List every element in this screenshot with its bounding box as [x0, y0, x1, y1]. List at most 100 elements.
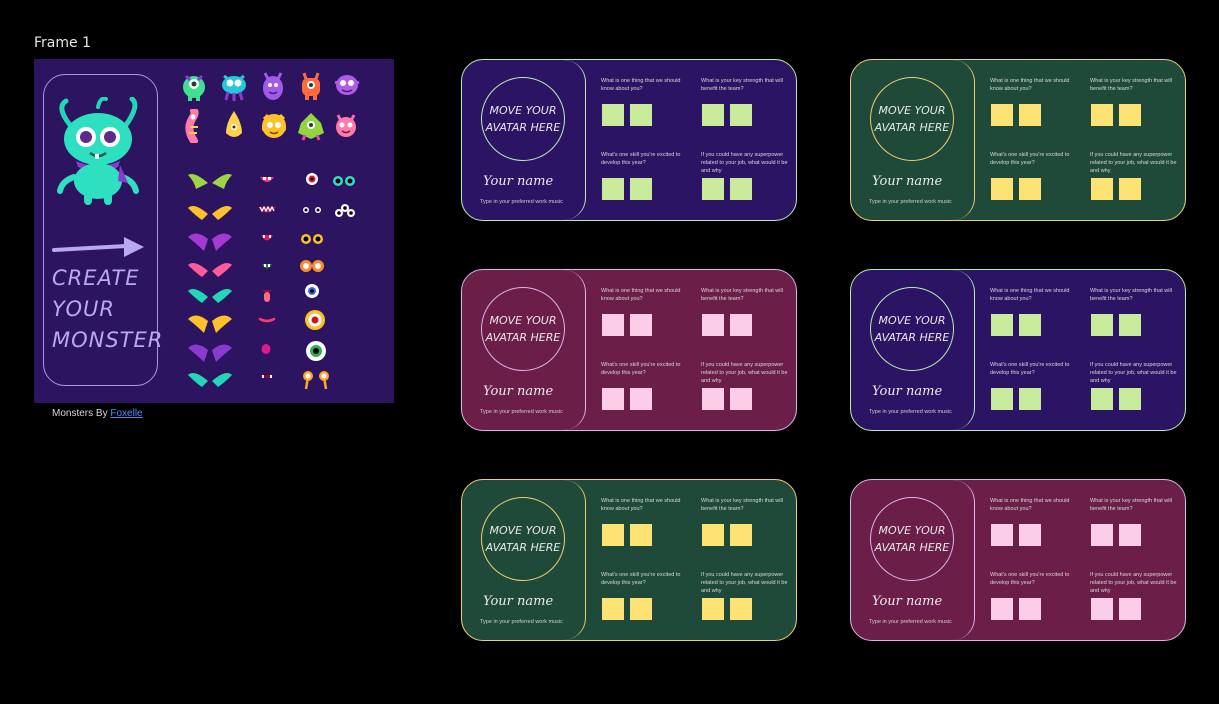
wings-part[interactable]	[186, 202, 234, 224]
sticky-note[interactable]	[730, 178, 752, 200]
name-field[interactable]: Your name	[483, 174, 554, 189]
sticky-note[interactable]	[602, 388, 624, 410]
eye-part[interactable]	[305, 172, 319, 186]
sticky-note[interactable]	[1119, 598, 1141, 620]
wings-part[interactable]	[186, 259, 234, 281]
music-field[interactable]: Type in your preferred work music	[869, 619, 952, 625]
sticky-note[interactable]	[1091, 104, 1113, 126]
foxelle-link[interactable]: Foxelle	[110, 408, 143, 419]
mouth-part[interactable]	[258, 173, 276, 187]
sticky-note[interactable]	[730, 104, 752, 126]
mouth-part[interactable]	[258, 315, 276, 323]
sticky-note[interactable]	[702, 178, 724, 200]
monster-sprite[interactable]	[222, 109, 246, 141]
monster-sprite[interactable]	[184, 109, 204, 143]
sticky-note[interactable]	[702, 524, 724, 546]
sticky-note[interactable]	[730, 524, 752, 546]
sticky-note[interactable]	[991, 104, 1013, 126]
sticky-note[interactable]	[1091, 314, 1113, 336]
sticky-note[interactable]	[730, 314, 752, 336]
sticky-note[interactable]	[1119, 178, 1141, 200]
sticky-note[interactable]	[991, 524, 1013, 546]
monster-frame[interactable]: CREATE YOUR MONSTER	[34, 59, 394, 403]
monster-sprite[interactable]	[220, 70, 248, 102]
sticky-note[interactable]	[991, 178, 1013, 200]
music-field[interactable]: Type in your preferred work music	[869, 409, 952, 415]
wings-part[interactable]	[186, 229, 234, 253]
sticky-note[interactable]	[602, 104, 624, 126]
name-field[interactable]: Your name	[872, 594, 943, 609]
name-field[interactable]: Your name	[872, 174, 943, 189]
name-field[interactable]: Your name	[872, 384, 943, 399]
sticky-note[interactable]	[630, 524, 652, 546]
sticky-note[interactable]	[630, 314, 652, 336]
avatar-drop-zone[interactable]: MOVE YOUR AVATAR HERE	[870, 497, 954, 581]
monster-sprite[interactable]	[260, 71, 286, 101]
sticky-note[interactable]	[1019, 178, 1041, 200]
sticky-note[interactable]	[702, 104, 724, 126]
sticky-note[interactable]	[630, 598, 652, 620]
sticky-note[interactable]	[1091, 178, 1113, 200]
sticky-note[interactable]	[702, 598, 724, 620]
avatar-drop-zone[interactable]: MOVE YOUR AVATAR HERE	[870, 77, 954, 161]
wings-part[interactable]	[186, 171, 234, 193]
sticky-note[interactable]	[991, 598, 1013, 620]
music-field[interactable]: Type in your preferred work music	[869, 199, 952, 205]
music-field[interactable]: Type in your preferred work music	[480, 409, 563, 415]
monster-sprite[interactable]	[296, 111, 326, 141]
sticky-note[interactable]	[1019, 388, 1041, 410]
sticky-note[interactable]	[630, 104, 652, 126]
sticky-note[interactable]	[602, 524, 624, 546]
avatar-drop-zone[interactable]: MOVE YOUR AVATAR HERE	[870, 287, 954, 371]
eye-part[interactable]	[305, 340, 327, 362]
sticky-note[interactable]	[1019, 598, 1041, 620]
avatar-drop-zone[interactable]: MOVE YOUR AVATAR HERE	[481, 287, 565, 371]
monster-sprite[interactable]	[180, 70, 208, 102]
sticky-note[interactable]	[1019, 104, 1041, 126]
avatar-drop-zone[interactable]: MOVE YOUR AVATAR HERE	[481, 497, 565, 581]
eye-part[interactable]	[332, 175, 356, 187]
sticky-note[interactable]	[991, 314, 1013, 336]
sticky-note[interactable]	[1019, 524, 1041, 546]
sticky-note[interactable]	[1119, 314, 1141, 336]
sticky-note[interactable]	[1019, 314, 1041, 336]
sticky-note[interactable]	[1091, 388, 1113, 410]
eye-part[interactable]	[299, 259, 325, 273]
eye-part[interactable]	[301, 206, 323, 214]
sticky-note[interactable]	[1091, 598, 1113, 620]
sticky-note[interactable]	[991, 388, 1013, 410]
sticky-note[interactable]	[702, 388, 724, 410]
eye-part[interactable]	[300, 233, 324, 245]
wings-part[interactable]	[186, 369, 234, 391]
sticky-note[interactable]	[1119, 524, 1141, 546]
sticky-note[interactable]	[602, 314, 624, 336]
sticky-note[interactable]	[602, 178, 624, 200]
name-field[interactable]: Your name	[483, 594, 554, 609]
sticky-note[interactable]	[630, 178, 652, 200]
sticky-note[interactable]	[630, 388, 652, 410]
eye-part[interactable]	[304, 283, 320, 299]
name-field[interactable]: Your name	[483, 384, 554, 399]
sticky-note[interactable]	[1091, 524, 1113, 546]
sticky-note[interactable]	[1119, 388, 1141, 410]
eye-part[interactable]	[334, 203, 356, 219]
sticky-note[interactable]	[730, 388, 752, 410]
monster-sprite[interactable]	[260, 111, 288, 141]
monster-sprite[interactable]	[332, 72, 362, 98]
mouth-part[interactable]	[260, 287, 274, 303]
wings-part[interactable]	[186, 311, 234, 335]
sticky-note[interactable]	[1119, 104, 1141, 126]
mouth-part[interactable]	[259, 232, 275, 246]
mouth-part[interactable]	[260, 261, 274, 273]
music-field[interactable]: Type in your preferred work music	[480, 619, 563, 625]
monster-sprite[interactable]	[332, 111, 360, 139]
avatar-drop-zone[interactable]: MOVE YOUR AVATAR HERE	[481, 77, 565, 161]
mouth-part[interactable]	[258, 372, 276, 382]
wings-part[interactable]	[186, 340, 234, 364]
mouth-part[interactable]	[260, 343, 272, 355]
